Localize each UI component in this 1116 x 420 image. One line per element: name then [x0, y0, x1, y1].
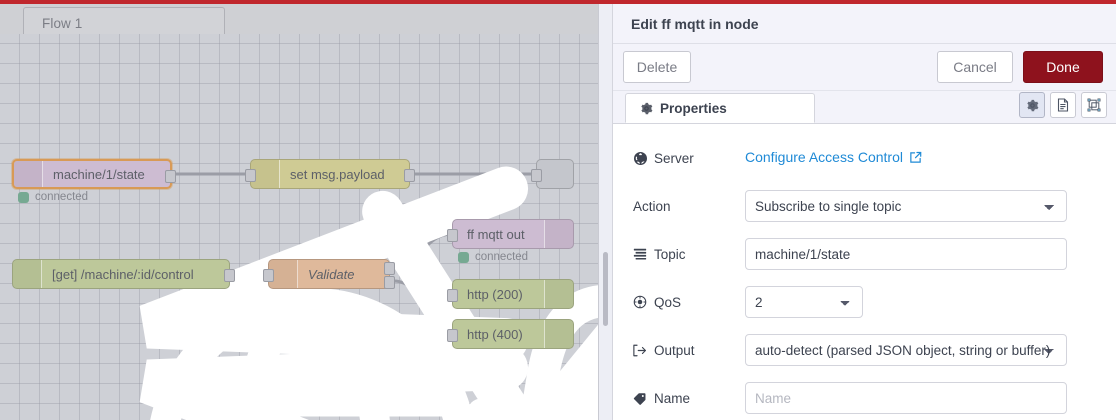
node-input-port[interactable]	[447, 289, 458, 302]
node-http-in[interactable]: [get] /machine/:id/control	[12, 259, 474, 420]
tab-properties[interactable]: Properties	[625, 93, 815, 123]
node-status-mqtt-in: connected	[18, 191, 88, 203]
form-row-qos: QoS 2	[633, 278, 1097, 326]
action-label-group: Action	[633, 199, 745, 214]
node-input-port[interactable]	[245, 169, 256, 182]
topic-input[interactable]	[745, 238, 1067, 270]
globe-icon	[13, 260, 474, 420]
cancel-button[interactable]: Cancel	[937, 51, 1013, 83]
status-dot	[18, 191, 29, 203]
node-output-port[interactable]	[224, 269, 235, 282]
node-change[interactable]: set msg.payload	[245, 159, 598, 420]
status-text: connected	[475, 251, 529, 263]
node-input-port[interactable]	[531, 169, 542, 182]
output-arrow-icon	[633, 344, 647, 357]
form-row-server: Server Configure Access Control	[633, 134, 1097, 182]
form-row-topic: Topic	[633, 230, 1097, 278]
panel-tab-icon-buttons	[1019, 92, 1107, 118]
node-label: [get] /machine/:id/control	[52, 266, 194, 282]
node-label: Validate	[308, 266, 355, 282]
tab-properties-label: Properties	[660, 100, 727, 116]
output-label-group: Output	[633, 343, 745, 358]
qos-control: 2	[745, 286, 1097, 318]
node-status-mqtt-out: connected	[458, 251, 528, 263]
configure-access-control-link-text: Configure Access Control	[745, 149, 903, 165]
form-row-name: Name	[633, 374, 1097, 420]
name-label: Name	[654, 390, 691, 406]
panel-header: Edit ff mqtt in node	[613, 4, 1116, 44]
output-control: auto-detect (parsed JSON object, string …	[745, 334, 1097, 366]
output-label: Output	[654, 342, 695, 358]
node-http-200[interactable]: http (200)	[447, 279, 598, 420]
node-label: http (200)	[467, 286, 523, 302]
node-mqtt-out[interactable]: ff mqtt out	[447, 219, 598, 420]
panel-gutter	[598, 4, 613, 420]
delete-button[interactable]: Delete	[623, 51, 691, 83]
mqtt-icon	[544, 220, 598, 420]
node-output-port[interactable]	[165, 170, 176, 183]
server-label-group: Server	[633, 151, 745, 166]
qos-select[interactable]: 2	[745, 286, 863, 318]
topic-label: Topic	[654, 246, 686, 262]
node-input-port[interactable]	[263, 269, 274, 282]
top-accent-bar	[0, 0, 1116, 4]
node-input-port[interactable]	[447, 229, 458, 242]
topic-control	[745, 238, 1097, 270]
appearance-icon[interactable]	[1081, 92, 1107, 118]
action-control: Subscribe to single topic	[745, 190, 1097, 222]
qos-label-group: QoS	[633, 295, 745, 310]
globe-icon	[544, 320, 573, 348]
flow-canvas[interactable]: machine/1/state connected set msg.payloa…	[0, 34, 598, 420]
action-label: Action	[633, 198, 671, 214]
target-icon	[633, 295, 647, 309]
node-link-out[interactable]	[531, 159, 574, 189]
flow-tab-bar: Flow 1	[0, 4, 598, 39]
mqtt-icon	[14, 161, 529, 420]
form-row-output: Output auto-detect (parsed JSON object, …	[633, 326, 1097, 374]
description-icon[interactable]	[1050, 92, 1076, 118]
name-control	[745, 382, 1097, 414]
form-row-action: Action Subscribe to single topic	[633, 182, 1097, 230]
node-output-port-2[interactable]	[384, 276, 395, 289]
node-input-port[interactable]	[447, 329, 458, 342]
output-select[interactable]: auto-detect (parsed JSON object, string …	[745, 334, 1067, 366]
server-label: Server	[654, 150, 694, 166]
gear-icon	[640, 102, 653, 115]
panel-title: Edit ff mqtt in node	[631, 15, 759, 32]
status-dot	[458, 251, 469, 263]
node-label: machine/1/state	[53, 166, 145, 182]
panel-button-bar: Delete Cancel Done	[613, 44, 1116, 91]
editor-scrollbar-track[interactable]	[598, 4, 610, 420]
external-link-icon	[909, 151, 922, 164]
node-label: set msg.payload	[290, 166, 385, 182]
qos-label: QoS	[654, 294, 682, 310]
status-text: connected	[35, 191, 89, 203]
edit-node-panel: Edit ff mqtt in node Delete Cancel Done …	[612, 4, 1116, 420]
node-http-400[interactable]: http (400)	[447, 319, 574, 349]
list-icon	[633, 248, 647, 260]
flow-tab-flow-1[interactable]: Flow 1	[23, 7, 225, 39]
name-label-group: Name	[633, 391, 745, 406]
node-label: http (400)	[467, 326, 523, 342]
node-output-port[interactable]	[404, 169, 415, 182]
editor-scrollbar-thumb[interactable]	[603, 252, 608, 326]
tag-icon	[633, 392, 647, 405]
globe-icon	[633, 151, 647, 165]
flow-tab-label: Flow 1	[42, 16, 83, 31]
server-control: Configure Access Control	[745, 149, 1097, 167]
node-mqtt-in[interactable]: machine/1/state	[12, 159, 529, 420]
done-button[interactable]: Done	[1023, 51, 1103, 83]
gear-icon[interactable]	[1019, 92, 1045, 118]
topic-label-group: Topic	[633, 247, 745, 262]
globe-icon	[544, 280, 598, 420]
node-output-port-1[interactable]	[384, 262, 395, 275]
action-select[interactable]: Subscribe to single topic	[745, 190, 1067, 222]
panel-tab-bar: Properties	[613, 91, 1116, 124]
node-function[interactable]: Validate	[263, 259, 598, 420]
name-input[interactable]	[745, 382, 1067, 414]
flow-editor: Flow 1	[0, 4, 598, 420]
node-label: ff mqtt out	[467, 226, 525, 242]
configure-access-control-link[interactable]: Configure Access Control	[745, 149, 922, 165]
properties-form: Server Configure Access Control	[613, 124, 1116, 420]
